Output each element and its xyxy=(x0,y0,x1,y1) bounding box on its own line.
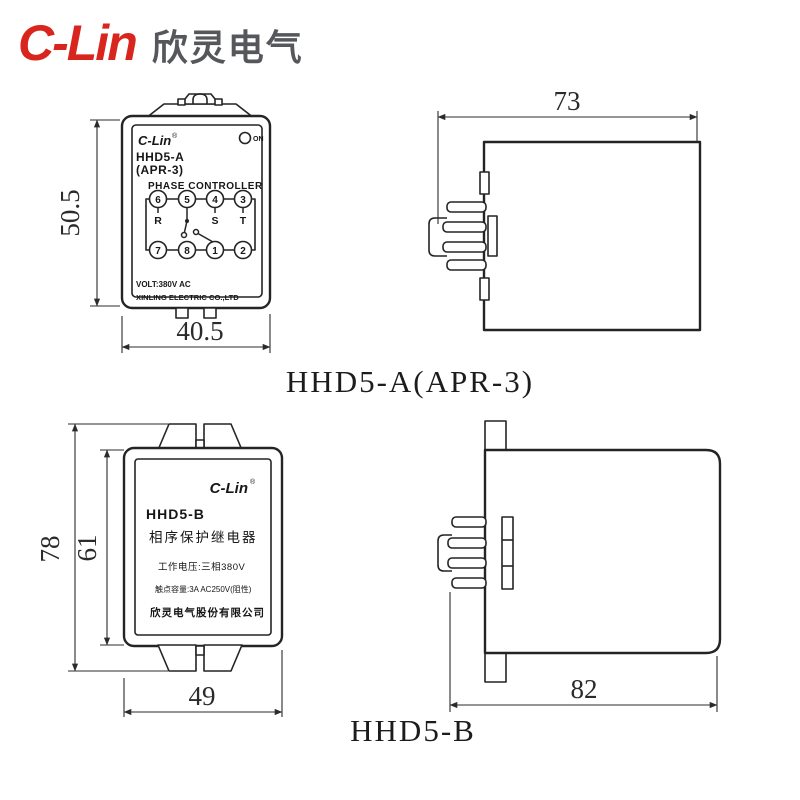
hhd5b-top-ear-right xyxy=(203,423,243,451)
terminal-2 xyxy=(233,240,253,260)
hhd5a-side-edge-slot-bottom xyxy=(479,277,490,301)
hhd5b-bottom-ear-slot xyxy=(195,645,205,656)
hhd5a-side-dimensions: 73 xyxy=(437,86,698,224)
hhd5b-spec-contact: 触点容量:3A AC250V(阻性) xyxy=(155,584,252,594)
terminal-8-number: 8 xyxy=(184,246,190,257)
hhd5a-bottom-tab-left xyxy=(175,307,189,319)
hhd5a-pin-bracket xyxy=(428,217,447,257)
dim-hhd5b-depth: 82 xyxy=(571,674,598,704)
hhd5b-subtitle: 相序保护继电器 xyxy=(149,530,258,545)
hhd5a-top-tab-notch-right xyxy=(214,98,223,106)
hhd5b-side-dimensions: 82 xyxy=(449,592,718,712)
hhd5b-side-view xyxy=(437,420,722,683)
brand-logo: C-Lin 欣灵电气 xyxy=(18,14,304,72)
hhd5a-side-view xyxy=(428,140,702,332)
hhd5b-bottom-ear-left xyxy=(157,644,197,672)
hhd5b-pin-1 xyxy=(451,516,487,528)
hhd5a-volt-label: VOLT:380V AC xyxy=(136,280,191,289)
hhd5b-panel-logo: C-Lin xyxy=(210,480,248,497)
hhd5b-spec-voltage: 工作电压:三相380V xyxy=(158,561,245,573)
hhd5a-subtitle: PHASE CONTROLLER xyxy=(148,181,263,192)
hhd5b-side-keyway xyxy=(501,516,514,590)
hhd5a-pin-3 xyxy=(442,241,487,253)
hhd5a-panel-logo-reg: ® xyxy=(172,132,178,140)
terminal-7-number: 7 xyxy=(155,246,161,257)
hhd5a-front-view: C-Lin ® ON HHD5-A (APR-3) PHASE CONTROLL… xyxy=(120,93,272,319)
terminal-1-number: 1 xyxy=(212,246,218,257)
dim-hhd5b-outer-height: 78 xyxy=(35,536,65,563)
terminal-6 xyxy=(148,189,168,209)
on-indicator-label: ON xyxy=(253,136,264,143)
dim-hhd5b-width: 49 xyxy=(189,681,216,711)
hhd5a-model-line2: (APR-3) xyxy=(136,163,184,177)
terminal-5-number: 5 xyxy=(184,195,190,206)
phase-label-t: T xyxy=(240,215,247,227)
hhd5b-pin-4 xyxy=(451,577,487,589)
terminal-5 xyxy=(177,189,197,209)
hhd5b-front-view: C-Lin ® HHD5-B 相序保护继电器 工作电压:三相380V 触点容量:… xyxy=(122,423,284,672)
dim-hhd5b-body-height: 61 xyxy=(72,535,102,562)
brand-chinese-name: 欣灵电气 xyxy=(151,27,304,68)
hhd5b-side-tab-bottom xyxy=(484,652,507,683)
hhd5a-side-body xyxy=(482,140,702,332)
hhd5b-model: HHD5-B xyxy=(146,506,205,522)
hhd5b-pin-3 xyxy=(447,557,487,569)
hhd5a-pin-4 xyxy=(446,259,487,271)
hhd5a-top-tab-notch-left xyxy=(177,98,186,106)
hhd5b-bottom-ear-right xyxy=(203,644,243,672)
dim-hhd5a-depth: 73 xyxy=(554,86,581,116)
hhd5a-bottom-tab-right xyxy=(203,307,217,319)
hhd5a-panel-logo: C-Lin xyxy=(138,133,171,148)
hhd5a-pin-1 xyxy=(446,201,487,213)
on-indicator-led xyxy=(238,131,252,145)
clin-logo-text: C-Lin xyxy=(18,15,138,71)
hhd5a-model-line1: HHD5-A xyxy=(136,150,184,164)
hhd5b-caption: HHD5-B xyxy=(350,713,476,748)
hhd5b-company-label: 欣灵电气股份有限公司 xyxy=(150,606,265,619)
hhd5a-terminal-schematic: 6 5 4 3 7 8 1 2 R S T xyxy=(145,189,256,260)
hhd5b-pin-bracket xyxy=(437,534,452,572)
hhd5b-side-tab-top xyxy=(484,420,507,451)
hhd5a-top-tab-arch xyxy=(192,93,208,104)
hhd5b-label-panel xyxy=(134,458,272,636)
terminal-1 xyxy=(205,240,225,260)
terminal-6-number: 6 xyxy=(155,195,161,206)
phase-label-r: R xyxy=(154,215,162,227)
hhd5a-caption: HHD5-A(APR-3) xyxy=(286,364,534,399)
dim-hhd5a-height: 50.5 xyxy=(55,189,85,236)
terminal-8 xyxy=(177,240,197,260)
hhd5a-side-edge-slot-top xyxy=(479,171,490,195)
hhd5b-front-dimensions: 78 61 49 xyxy=(35,423,283,717)
terminal-4-number: 4 xyxy=(212,195,218,206)
hhd5a-side-keyway xyxy=(487,215,498,257)
terminal-3-number: 3 xyxy=(240,195,246,206)
hhd5b-side-body xyxy=(483,448,722,655)
hhd5a-front-dimensions: 50.5 40.5 xyxy=(55,119,271,353)
hhd5a-pin-2 xyxy=(442,221,487,233)
hhd5a-company-label: XINLING ELECTRIC CO.,LTD xyxy=(136,293,239,302)
terminal-2-number: 2 xyxy=(240,246,246,257)
hhd5a-top-tab-bump xyxy=(180,93,220,105)
terminal-3 xyxy=(233,189,253,209)
hhd5b-panel-logo-reg: ® xyxy=(250,478,256,486)
dim-hhd5a-width: 40.5 xyxy=(176,316,223,346)
hhd5b-pin-2 xyxy=(447,537,487,549)
hhd5b-top-ear-left xyxy=(157,423,197,451)
terminal-frame xyxy=(145,198,256,251)
terminal-4 xyxy=(205,189,225,209)
terminal-7 xyxy=(148,240,168,260)
phase-label-s: S xyxy=(211,215,218,227)
